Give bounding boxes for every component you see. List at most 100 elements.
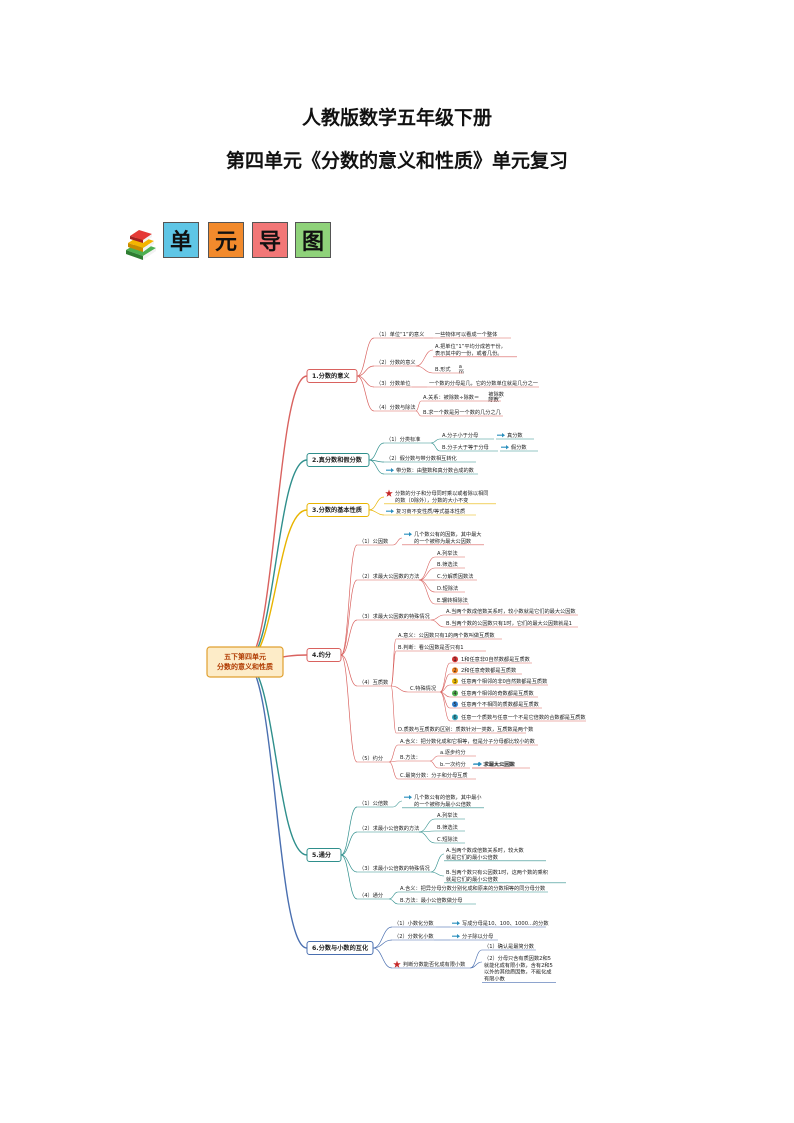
item-text: （4）互质数 xyxy=(359,678,389,686)
connector-line xyxy=(368,509,385,516)
item-text: （4）分数与除法 xyxy=(376,403,416,411)
branch-2: 2.真分数和假分数 xyxy=(306,453,370,467)
number-badge-icon xyxy=(452,690,458,697)
connector-line xyxy=(392,800,403,808)
item-text: A.含义：把分数化成和它相等，但是分子分母都比较小的数 xyxy=(400,737,536,745)
item-text-continued: 的一个被称为最小公倍数 xyxy=(414,800,472,808)
item-text: （3）分数单位 xyxy=(376,379,410,387)
item-text: 任意两个相邻的非0自然数都是互质数 xyxy=(461,677,548,685)
item-text: A.分子小于分母 xyxy=(442,431,478,439)
connector-line xyxy=(430,619,445,628)
arrow-right-icon xyxy=(404,532,412,537)
item-text: 判断分数能否化成有限小数 xyxy=(403,960,466,968)
item-tail-text: 求最大公因数 xyxy=(484,760,516,768)
item-text: B.当两个数只有公因数1时，这两个数的乘积 xyxy=(446,868,548,876)
item-text: 一些物体可以看成一个整体 xyxy=(435,330,498,338)
item-text: E.辗转相除法 xyxy=(437,596,468,604)
connector-line xyxy=(388,891,399,900)
item-text: （2）分数的意义 xyxy=(376,358,416,366)
banner-tile-2: 元 xyxy=(208,222,244,258)
item-text: （3）求最小公倍数的特殊情况 xyxy=(359,864,431,872)
item-text: 几个数公有的因数，其中最大 xyxy=(414,530,481,538)
connector-line xyxy=(415,365,434,374)
star-icon xyxy=(385,489,393,497)
connector-line xyxy=(390,638,397,687)
item-text: （5）约分 xyxy=(359,754,383,762)
connector-line xyxy=(418,567,436,581)
item-text: C.最简分数：分子和分母互质 xyxy=(400,771,468,779)
item-text: 复习商不变性质/等式基本性质 xyxy=(396,507,465,515)
connector-line xyxy=(429,760,439,769)
item-text: B.方法： xyxy=(400,753,421,761)
connector-line xyxy=(415,400,422,412)
connector-line xyxy=(388,761,399,780)
arrow-right-icon xyxy=(452,934,460,939)
branch-6: 6.分数与小数的互化 xyxy=(306,941,374,955)
branch-label: 1.分数的意义 xyxy=(312,372,350,380)
banner-tile-3: 导 xyxy=(252,222,288,258)
item-text-continued: 以外的其他质因数，不能化成 xyxy=(484,968,551,976)
arrow-right-icon xyxy=(501,445,509,450)
connector-line xyxy=(340,854,358,900)
number-badge-label: 3 xyxy=(453,679,456,685)
item-text: （3）求最大公因数的特殊情况 xyxy=(359,612,431,620)
connector-line xyxy=(372,926,393,949)
item-text: D.短除法 xyxy=(437,584,458,592)
branch-4-items: （1）公因数 （2）求最大公因数的方法 （3）求最大公因数的特殊情况 （4）互质数 （5… xyxy=(357,530,586,780)
branch-3-items: 分数的分子和分母同时乘以或者除以相同的数（0除外），分数的大小不变复习商不变性质… xyxy=(384,489,496,516)
item-text-continued: 就能化成有限小数，含有2和5 xyxy=(484,961,553,969)
branch-label: 6.分数与小数的互化 xyxy=(312,944,369,952)
connector-line xyxy=(340,619,358,656)
number-badge-label: 2 xyxy=(453,668,456,674)
item-text: 任意两个相邻的奇数都是互质数 xyxy=(461,689,534,697)
item-text: 几个数公有的倍数，其中最小 xyxy=(414,793,482,801)
connector-line xyxy=(340,654,358,687)
number-badge-icon xyxy=(452,667,458,674)
connector-line xyxy=(244,509,308,663)
connector-line xyxy=(368,496,385,511)
connector-line xyxy=(368,442,385,461)
item-text: A.意义：公因数只有1的两个数叫做互质数 xyxy=(398,631,495,639)
item-tail-text: 求最大公因数 xyxy=(483,760,515,768)
connector-line xyxy=(388,898,399,905)
connector-line xyxy=(430,853,445,873)
connector-line xyxy=(388,744,399,763)
number-badge-label: 1 xyxy=(453,657,456,663)
item-text: 任意两个不相同的质数都是互质数 xyxy=(461,700,540,708)
connector-line xyxy=(439,684,451,693)
item-text: （2）分数化小数 xyxy=(394,932,434,940)
item-tail-text: 假分数 xyxy=(511,443,527,451)
branch-label: 5.通分 xyxy=(312,851,332,859)
connector-line xyxy=(418,818,436,833)
item-text: （2）假分数与带分数相互转化 xyxy=(386,454,457,462)
item-text: （1）公因数 xyxy=(359,537,389,545)
connector-line xyxy=(430,442,441,452)
item-text: D.质数与互质数的区别：质数针对一类数，互质数是两个数 xyxy=(398,725,534,733)
connector-line xyxy=(418,556,436,581)
item-text: C.特殊情况 xyxy=(410,684,437,692)
item-text: B.当两个数的公因数只有1时，它们的最大公因数就是1 xyxy=(446,619,572,627)
arrow-right-icon xyxy=(452,921,460,926)
connector-line xyxy=(388,760,399,763)
connector-line xyxy=(340,654,358,763)
branch-5-items: （1）公倍数（2）求最小公倍数的方法（3）求最小公倍数的特殊情况（4）通分几个数… xyxy=(357,793,566,905)
item-text: A.当两个数成倍数关系时，较小数就是它们的最大公因数 xyxy=(446,607,576,615)
item-text: B.求一个数是另一个数的几分之几 xyxy=(423,408,501,416)
connector-line xyxy=(415,349,434,367)
connector-line xyxy=(392,537,403,546)
connector-line xyxy=(390,685,397,734)
item-tail-text: 真分数 xyxy=(507,431,523,439)
connector-line xyxy=(430,614,445,621)
number-badge-icon xyxy=(452,714,458,721)
item-text: B.筛选法 xyxy=(437,823,458,831)
number-badge-label: 5 xyxy=(453,702,456,708)
connector-line xyxy=(418,579,436,593)
connector-line xyxy=(356,337,375,377)
item-text: B.判断：看公因数是否只有1 xyxy=(398,643,464,651)
branch-5: 5.通分 xyxy=(306,848,342,862)
connector-line xyxy=(340,854,358,873)
item-text: （2）求最大公因数的方法 xyxy=(359,572,419,580)
item-text: （2）分母只含有质因数2和5 xyxy=(484,954,551,962)
item-text: （1）小数化分数 xyxy=(394,919,434,927)
